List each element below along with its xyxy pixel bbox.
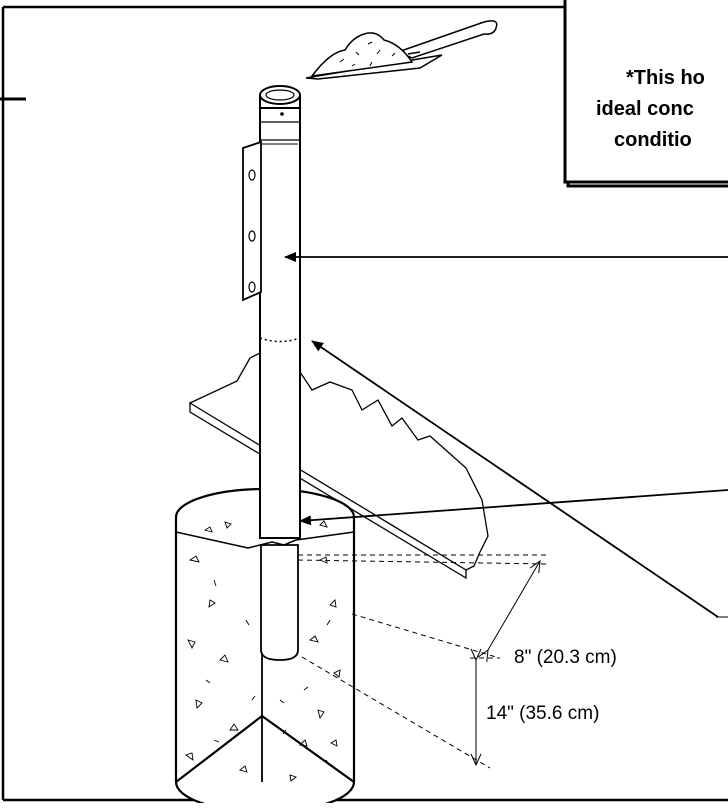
note-line-3: conditio: [614, 129, 692, 151]
note-line-2: ideal conc: [596, 98, 694, 120]
hole-depth-label: 14" (35.6 cm): [486, 703, 599, 724]
hole-width-label: 8" (20.3 cm): [514, 647, 617, 668]
bracket-plate: [242, 140, 262, 302]
shovel-icon: [305, 20, 498, 80]
dimension-lines: [297, 554, 550, 769]
note-line-1: *This ho: [626, 67, 705, 89]
note-box: *This ho ideal conc conditio: [563, 0, 728, 188]
pole: [259, 85, 301, 661]
callout-arrows: [284, 252, 728, 618]
diagram-frame: [0, 5, 728, 802]
